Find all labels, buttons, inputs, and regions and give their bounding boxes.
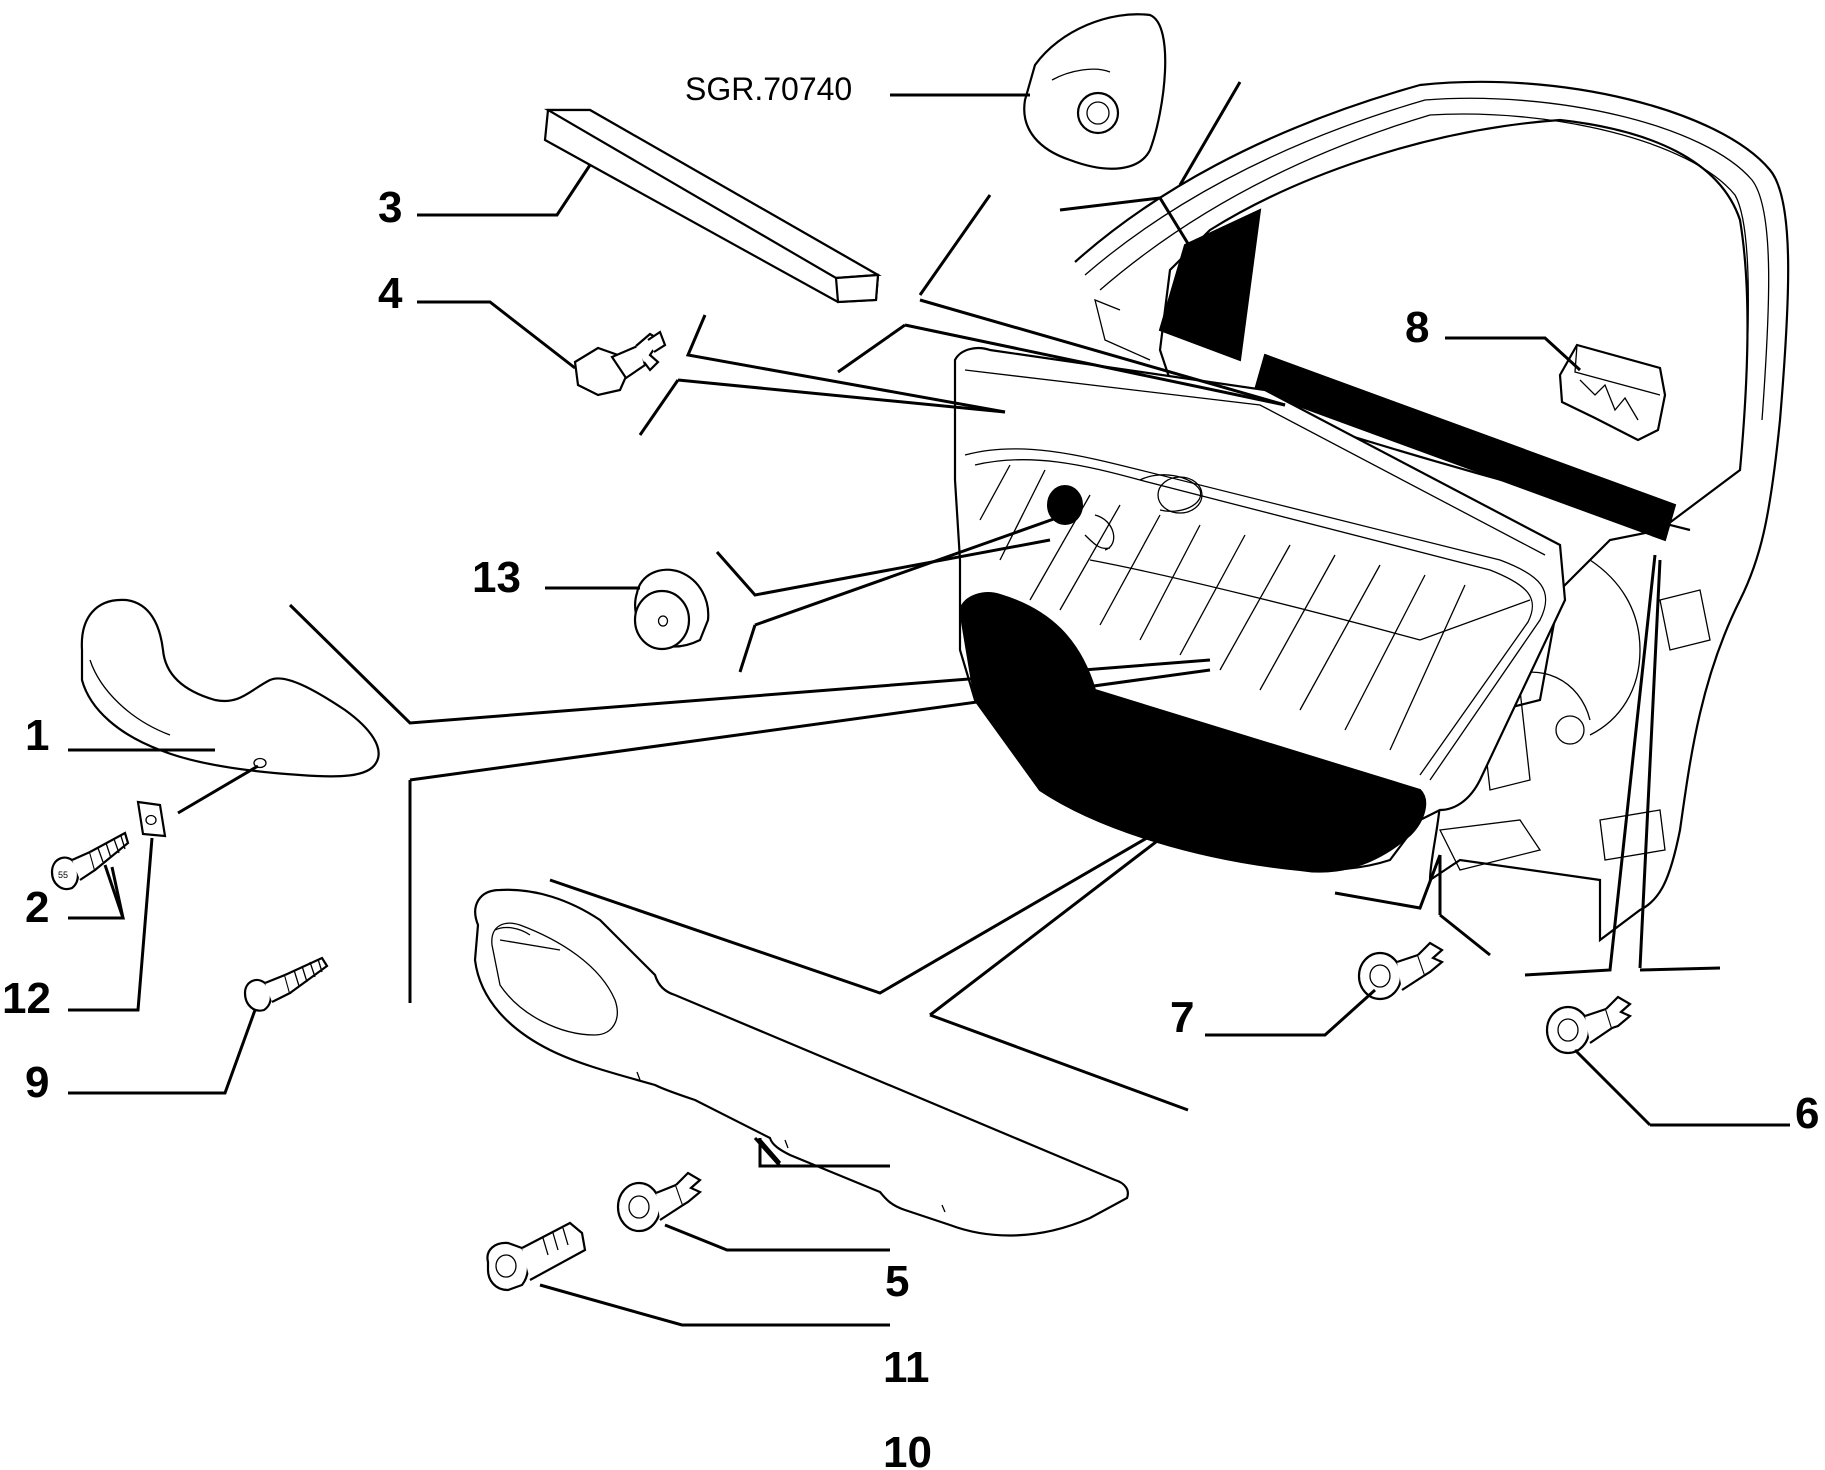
callout-5: 5 (885, 1257, 909, 1306)
callout-8: 8 (1405, 303, 1429, 352)
callout-12: 12 (2, 974, 51, 1023)
part-13-round-plug (633, 568, 710, 651)
callout-11: 11 (883, 1343, 930, 1392)
door-frame-outline (1074, 80, 1790, 943)
svg-text:55: 55 (58, 870, 68, 880)
part-2-screw: 55 (50, 831, 130, 891)
part-1-grab-handle (80, 598, 380, 778)
part-10-bolt (486, 1221, 587, 1292)
part-11-push-pin (616, 1171, 703, 1233)
callout-6: 6 (1795, 1089, 1819, 1138)
part-6-push-pin (1545, 995, 1633, 1055)
part-4-screw (573, 330, 667, 397)
callout-10: 10 (883, 1428, 932, 1470)
door-trim-panel (953, 346, 1567, 873)
callout-3: 3 (378, 183, 402, 232)
part-9-screw (243, 956, 329, 1012)
callout-1: 1 (25, 711, 49, 760)
part-3-foam-strip (543, 108, 882, 304)
callout-7: 7 (1170, 993, 1194, 1042)
part-5-armrest-trim (473, 888, 1129, 1237)
part-8-clip (1558, 343, 1667, 442)
window-seal-strip (1253, 353, 1677, 542)
part-7-push-pin (1357, 941, 1445, 1001)
reference-code: SGR.70740 (685, 71, 852, 107)
sgr-70740-cap (1023, 13, 1167, 170)
callout-2: 2 (25, 883, 49, 932)
leader-lines (68, 81, 1790, 1327)
callout-9: 9 (25, 1058, 49, 1107)
callout-4: 4 (378, 269, 403, 318)
window-corner-trim (1158, 208, 1262, 362)
part-12-washer (136, 800, 167, 838)
callout-13: 13 (472, 553, 521, 602)
